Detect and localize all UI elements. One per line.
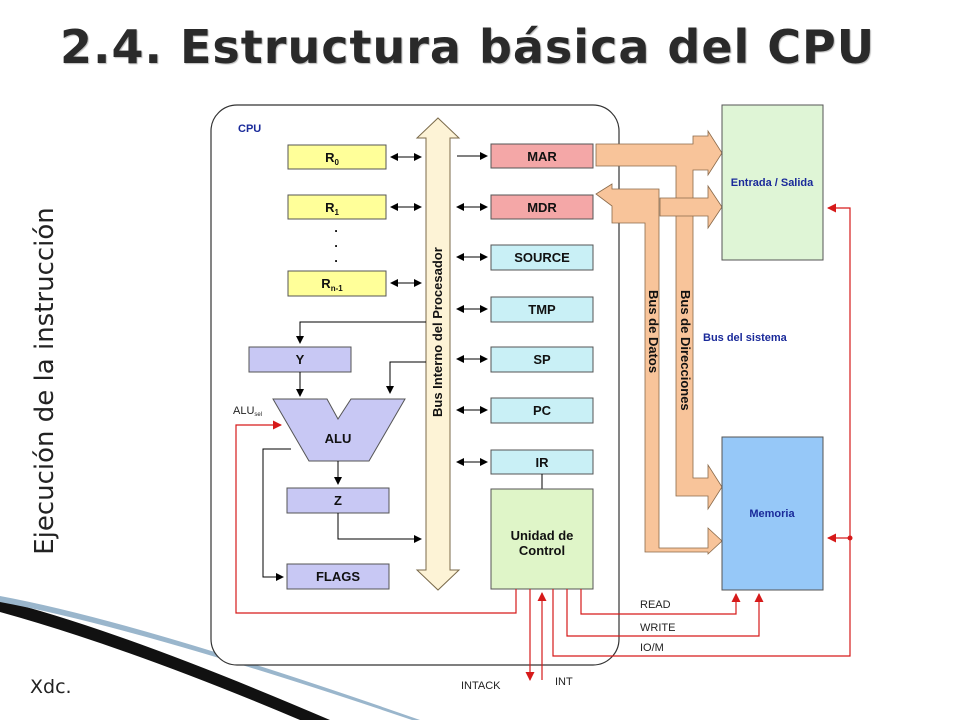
internal-bus [415,117,461,591]
pc-block [490,397,594,424]
svg-text:R0: R0 [325,150,339,167]
flags-register [286,563,390,590]
cpu-label: CPU [238,123,261,135]
svg-text:Y: Y [296,352,305,367]
svg-text:MDR: MDR [527,200,557,215]
svg-text:TMP: TMP [528,302,556,317]
iom-signal-label: IO/M [640,642,664,654]
svg-text:Rn-1: Rn-1 [321,276,343,293]
io-block [721,104,824,261]
system-bus-label: Bus del sistema [703,332,788,344]
y-register [248,346,352,373]
svg-text:SP: SP [533,352,551,367]
decorative-swoosh [0,600,330,720]
alu-sel-label: ALUsel [233,405,262,418]
footer-text: Xdc. [30,676,72,698]
page-title: 2.4. Estructura básica del CPU [60,20,876,74]
register-rn [287,270,387,297]
memory-block [721,436,824,591]
alu-block [272,398,406,462]
dot-3: . [334,250,338,265]
dot-2: . [334,235,338,250]
register-r0 [287,144,387,170]
memory-label: Memoria [749,508,795,520]
io-label: Entrada / Salida [731,177,814,189]
int-signal-label: INT [555,676,573,688]
register-r1 [287,194,387,220]
mar-block [490,143,594,169]
mdr-block [490,194,594,220]
read-signal-label: READ [640,599,671,611]
svg-text:MAR: MAR [527,149,557,164]
svg-text:Unidad de: Unidad de [511,528,574,543]
dot-1: . [334,220,338,235]
write-signal-label: WRITE [640,622,675,634]
control-unit [490,488,594,590]
tmp-block [490,296,594,323]
svg-text:Z: Z [334,493,342,508]
address-bus-label: Bus de Direcciones [678,290,693,411]
svg-text:IR: IR [536,455,550,470]
svg-text:Control: Control [519,543,565,558]
data-bus-label: Bus de Datos [646,290,661,373]
svg-text:FLAGS: FLAGS [316,569,360,584]
z-register [286,487,390,514]
source-block [490,244,594,271]
svg-text:PC: PC [533,403,552,418]
svg-text:SOURCE: SOURCE [514,250,570,265]
sp-block [490,346,594,373]
internal-bus-label: Bus Interno del Procesador [430,247,445,417]
svg-text:ALU: ALU [325,431,352,446]
bus-arrow-io-low [659,184,723,230]
address-bus-arrow [595,129,723,511]
intack-signal-label: INTACK [461,680,501,692]
svg-text:R1: R1 [325,200,339,217]
